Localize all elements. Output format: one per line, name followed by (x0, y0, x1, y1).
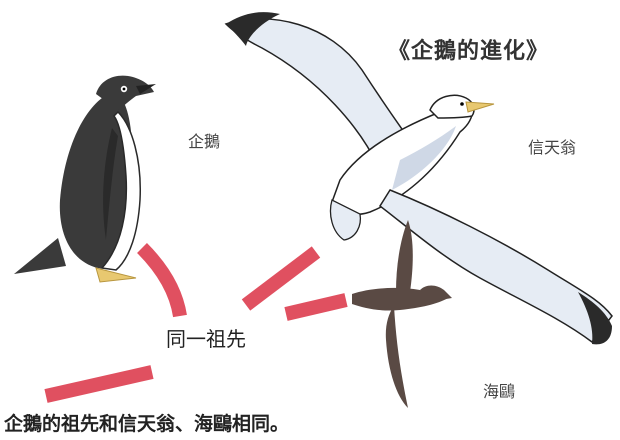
petrel-figure (352, 220, 452, 408)
ancestor-lines (44, 243, 348, 403)
common-ancestor-label: 同一祖先 (166, 327, 246, 351)
caption-text: 企鵝的祖先和信天翁、海鷗相同。 (4, 413, 290, 435)
albatross-label: 信天翁 (528, 138, 577, 157)
penguin-label: 企鵝 (188, 132, 221, 151)
petrel-label: 海鷗 (483, 382, 516, 401)
penguin-figure (14, 75, 156, 283)
albatross-figure (224, 12, 613, 345)
diagram-title: 《企鵝的進化》 (388, 39, 550, 64)
